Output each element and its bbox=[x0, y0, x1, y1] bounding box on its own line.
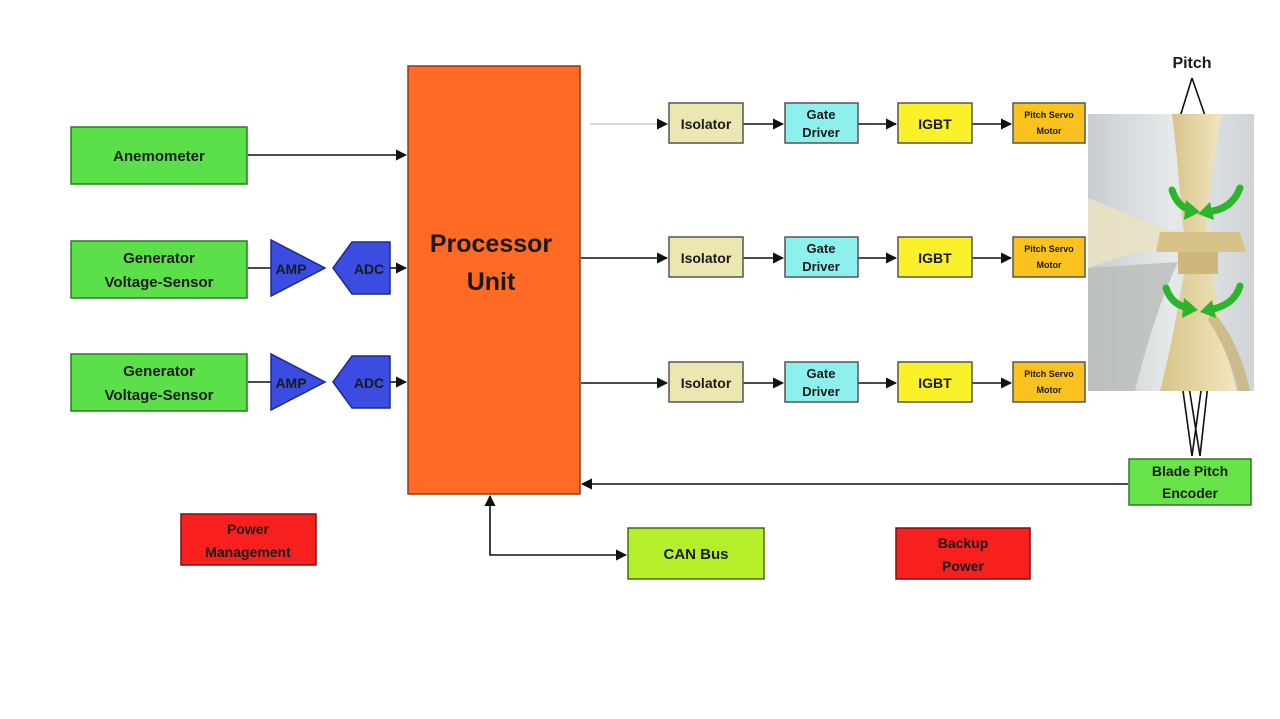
igbt3-label: IGBT bbox=[918, 375, 952, 391]
motor3-line2: Motor bbox=[1037, 385, 1062, 395]
connectors bbox=[248, 77, 1215, 561]
channel-row-1: Isolator Gate Driver IGBT Pitch Servo Mo… bbox=[668, 102, 1086, 144]
can-bus-label: CAN Bus bbox=[663, 546, 728, 563]
sensor2-line2: Voltage-Sensor bbox=[105, 387, 214, 404]
igbt2-label: IGBT bbox=[918, 250, 952, 266]
arrow-processor-canbus bbox=[484, 494, 628, 561]
isolator2-label: Isolator bbox=[681, 250, 732, 266]
sensor1-line1: Generator bbox=[123, 250, 195, 267]
pitch-label: Pitch bbox=[1172, 55, 1211, 72]
backup-power-block[interactable]: Backup Power bbox=[895, 527, 1031, 580]
motor1-line1: Pitch Servo bbox=[1024, 110, 1074, 120]
isolator-block-3[interactable]: Isolator bbox=[668, 361, 744, 403]
motor2-line2: Motor bbox=[1037, 260, 1062, 270]
isolator1-label: Isolator bbox=[681, 116, 732, 132]
encoder-line1: Blade Pitch bbox=[1152, 463, 1228, 479]
turbine-hub-image bbox=[1088, 114, 1254, 391]
anemometer-label: Anemometer bbox=[113, 148, 205, 165]
generator-voltage-sensor-2[interactable]: Generator Voltage-Sensor bbox=[70, 353, 248, 412]
amp-block-1[interactable]: AMP bbox=[270, 238, 327, 298]
pitch-servo-motor-3[interactable]: Pitch Servo Motor bbox=[1012, 361, 1086, 403]
gate3-line2: Driver bbox=[802, 384, 840, 399]
igbt-block-3[interactable]: IGBT bbox=[897, 361, 973, 403]
gate1-line2: Driver bbox=[802, 125, 840, 140]
motor2-line1: Pitch Servo bbox=[1024, 244, 1074, 254]
igbt1-label: IGBT bbox=[918, 116, 952, 132]
gate2-line1: Gate bbox=[807, 241, 836, 256]
motor3-line1: Pitch Servo bbox=[1024, 369, 1074, 379]
amp-block-2[interactable]: AMP bbox=[270, 352, 327, 412]
adc-block-2[interactable]: ADC bbox=[332, 355, 391, 409]
backup-line2: Power bbox=[942, 558, 985, 574]
gate2-line2: Driver bbox=[802, 259, 840, 274]
adc2-label: ADC bbox=[354, 375, 384, 391]
power-management-block[interactable]: Power Management bbox=[180, 513, 317, 566]
anemometer-block[interactable]: Anemometer bbox=[70, 126, 248, 185]
amp1-label: AMP bbox=[275, 261, 306, 277]
backup-line1: Backup bbox=[938, 535, 989, 551]
gate-driver-block-2[interactable]: Gate Driver bbox=[784, 236, 859, 278]
processor-line2: Unit bbox=[467, 268, 516, 296]
sensor1-line2: Voltage-Sensor bbox=[105, 274, 214, 291]
adc1-label: ADC bbox=[354, 261, 384, 277]
sensor2-line1: Generator bbox=[123, 363, 195, 380]
gate3-line1: Gate bbox=[807, 366, 836, 381]
processor-line1: Processor bbox=[430, 230, 553, 258]
gate1-line1: Gate bbox=[807, 107, 836, 122]
amp2-label: AMP bbox=[275, 375, 306, 391]
can-bus-block[interactable]: CAN Bus bbox=[627, 527, 765, 580]
gate-driver-block-3[interactable]: Gate Driver bbox=[784, 361, 859, 403]
igbt-block-2[interactable]: IGBT bbox=[897, 236, 973, 278]
igbt-block-1[interactable]: IGBT bbox=[897, 102, 973, 144]
isolator3-label: Isolator bbox=[681, 375, 732, 391]
processor-unit-block[interactable]: Processor Unit bbox=[407, 65, 581, 495]
pitch-servo-motor-1[interactable]: Pitch Servo Motor bbox=[1012, 102, 1086, 144]
encoder-line2: Encoder bbox=[1162, 485, 1219, 501]
isolator-block-1[interactable]: Isolator bbox=[668, 102, 744, 144]
power-mgmt-line1: Power bbox=[227, 521, 270, 537]
channel-row-3: Isolator Gate Driver IGBT Pitch Servo Mo… bbox=[668, 361, 1086, 403]
blade-pitch-encoder-block[interactable]: Blade Pitch Encoder bbox=[1128, 458, 1252, 506]
pitch-servo-motor-2[interactable]: Pitch Servo Motor bbox=[1012, 236, 1086, 278]
isolator-block-2[interactable]: Isolator bbox=[668, 236, 744, 278]
power-mgmt-line2: Management bbox=[205, 544, 291, 560]
channel-row-2: Isolator Gate Driver IGBT Pitch Servo Mo… bbox=[668, 236, 1086, 278]
generator-voltage-sensor-1[interactable]: Generator Voltage-Sensor bbox=[70, 240, 248, 299]
gate-driver-block-1[interactable]: Gate Driver bbox=[784, 102, 859, 144]
adc-block-1[interactable]: ADC bbox=[332, 241, 391, 295]
motor1-line2: Motor bbox=[1037, 126, 1062, 136]
